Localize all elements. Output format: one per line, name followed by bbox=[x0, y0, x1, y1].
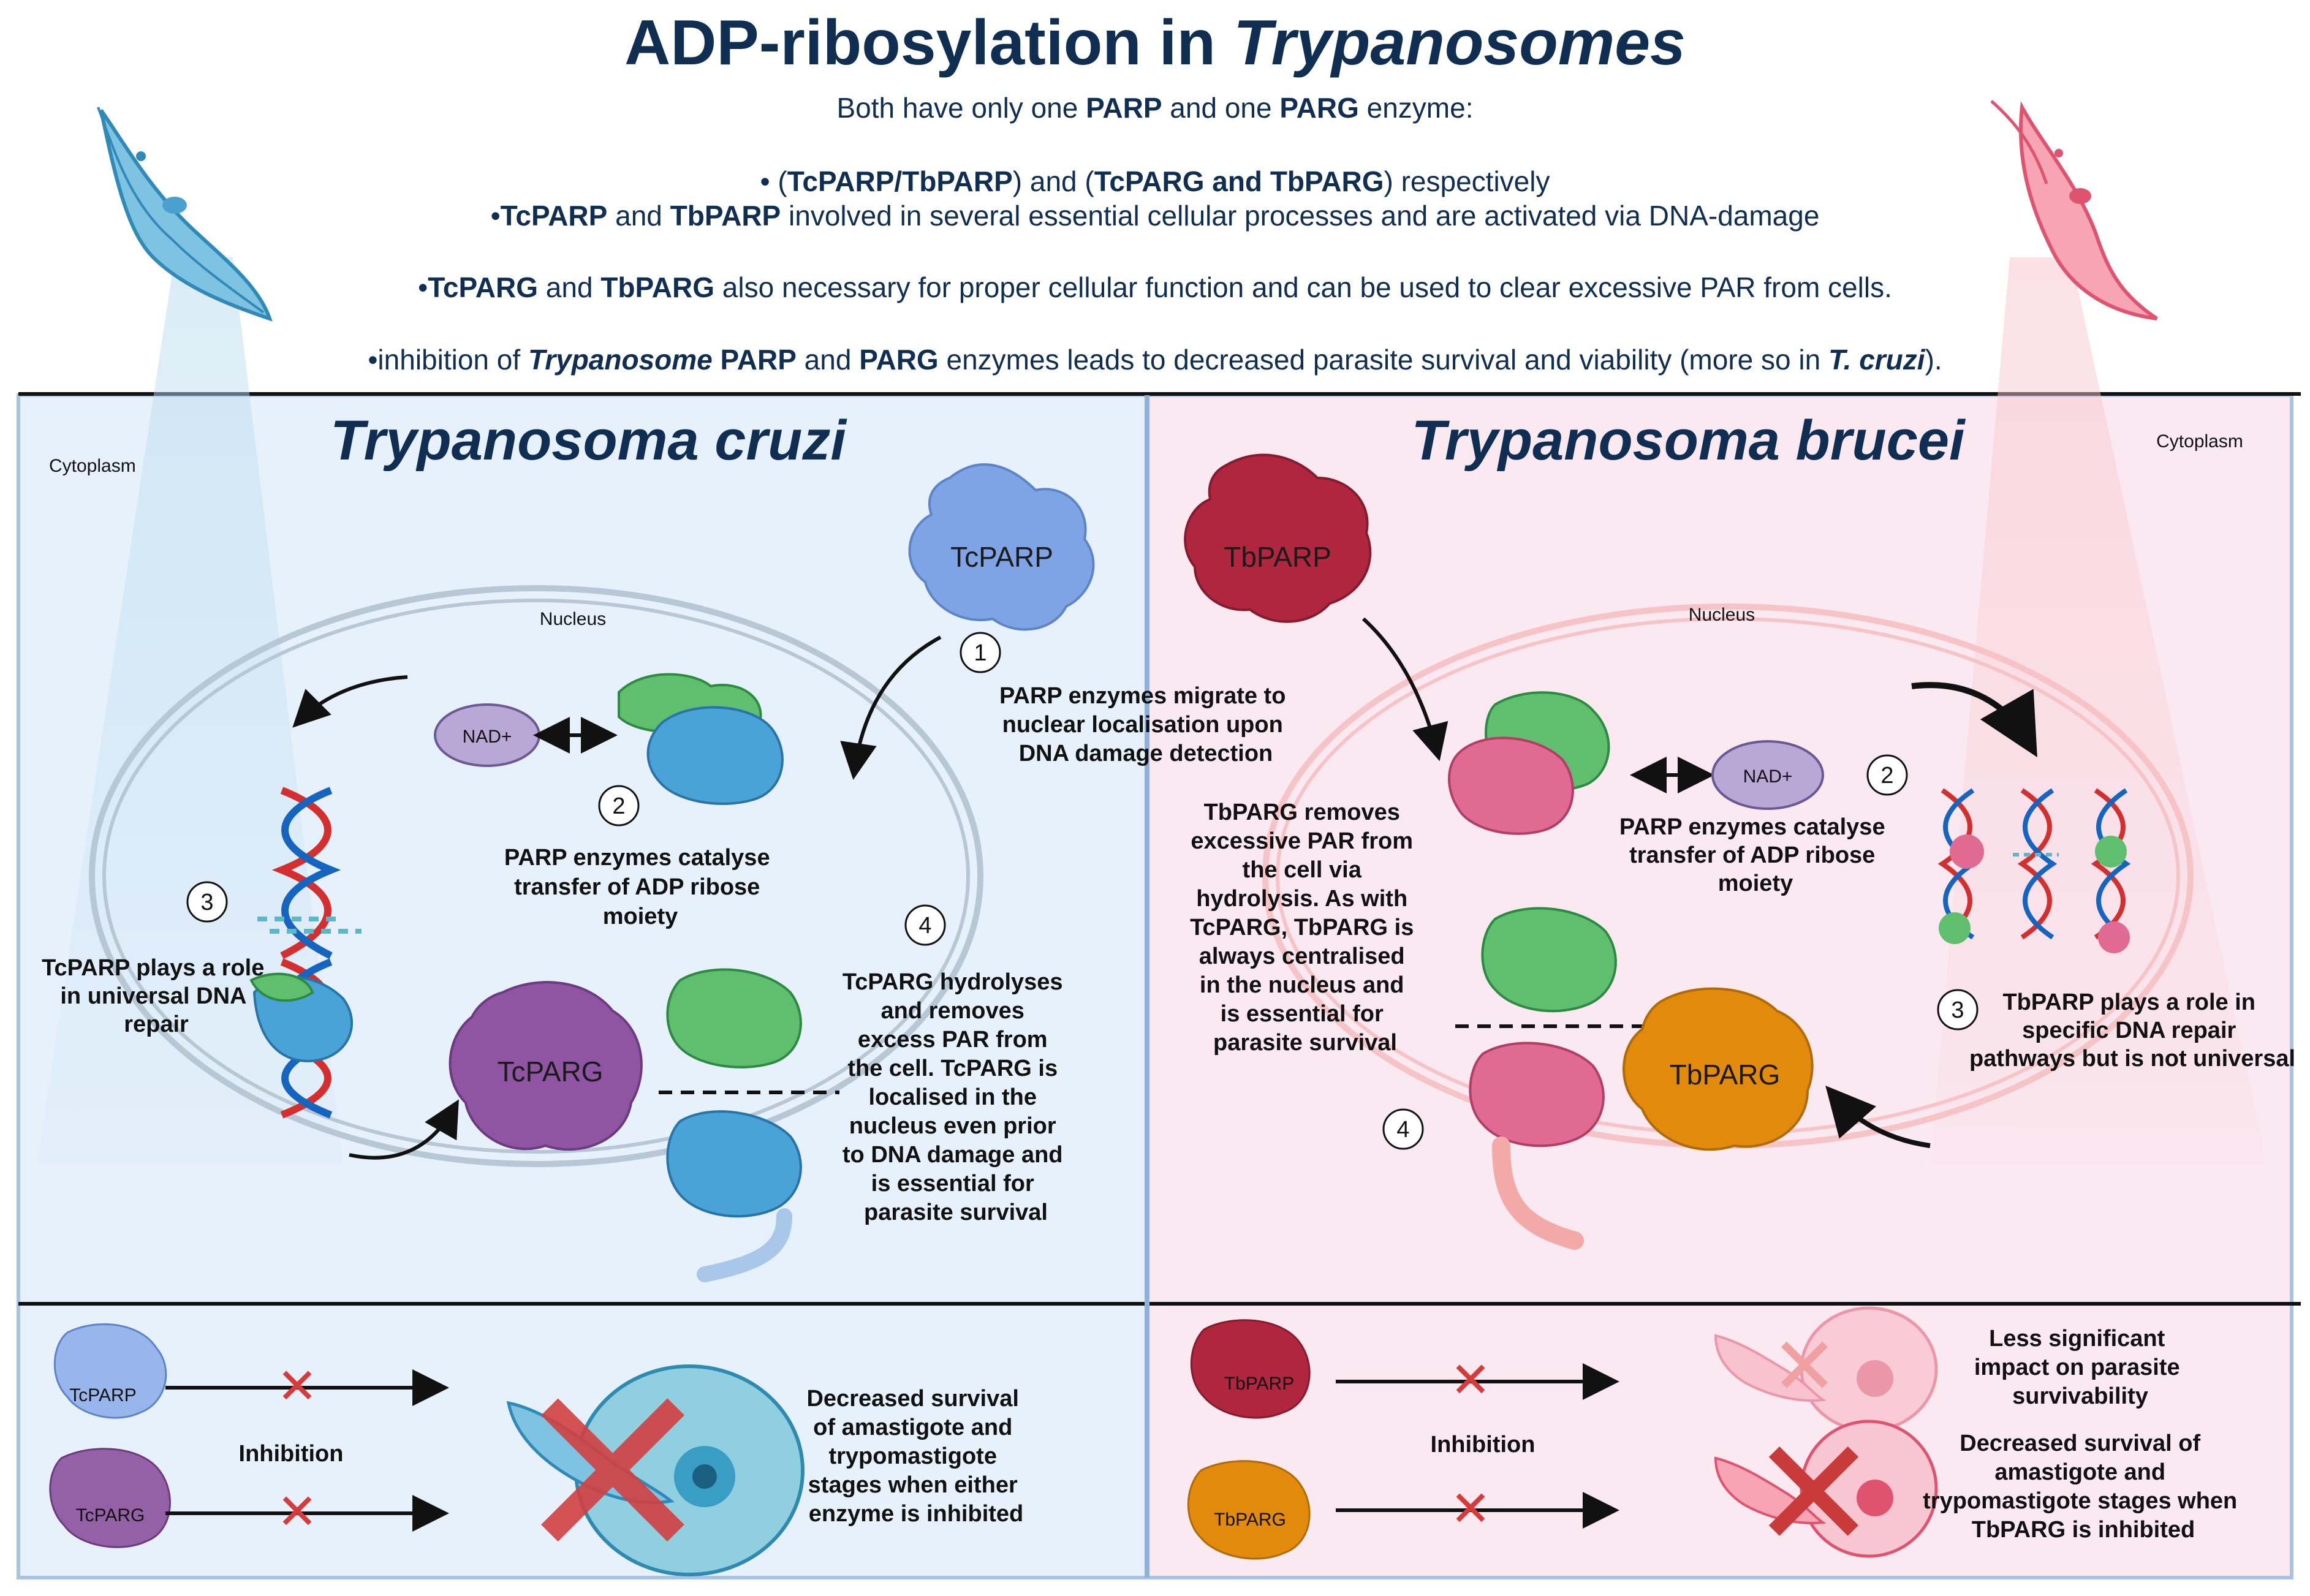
brucei-inhibit-tbparp-icon: TbPARP bbox=[1190, 1319, 1311, 1419]
cruzi-step-1-number: 1 bbox=[974, 640, 986, 666]
brucei-cycle-arrow-top bbox=[1911, 682, 2037, 758]
svg-text:TbPARG: TbPARG bbox=[1670, 1059, 1781, 1091]
header-line-2: • (TcPARP/TbPARP) and (TcPARG and TbPARG… bbox=[760, 165, 1550, 197]
brucei-parp-complex bbox=[1448, 691, 1610, 835]
cruzi-step-4-badge bbox=[904, 904, 946, 946]
cruzi-outcome-big-x: ✕ bbox=[510, 1337, 715, 1596]
brucei-stages-less-impact-icon bbox=[1714, 1306, 1938, 1432]
brucei-outcome-x-small: ✕ bbox=[1771, 1322, 1838, 1411]
cruzi-release-arrow bbox=[697, 1208, 792, 1282]
brucei-dna-helix-1-icon bbox=[1937, 788, 1984, 944]
cruzi-step-2-badge bbox=[598, 785, 640, 826]
brucei-release-arrow bbox=[1492, 1136, 1584, 1250]
brucei-step-3-badge bbox=[1937, 989, 1979, 1031]
tbparp-enzyme: TbPARP bbox=[1184, 453, 1372, 623]
svg-text:TcPARP: TcPARP bbox=[950, 541, 1053, 573]
svg-text:TcPARG: TcPARG bbox=[76, 1505, 145, 1526]
cruzi-green-par-blob bbox=[666, 968, 802, 1068]
cruzi-inhibit-tcparp-icon: TcPARP bbox=[53, 1323, 167, 1419]
cruzi-step-3-badge bbox=[186, 881, 228, 923]
header-line-3: •TcPARP and TbPARP involved in several e… bbox=[491, 200, 1820, 232]
cruzi-blue-parp-blob bbox=[666, 1110, 802, 1218]
brucei-title: Trypanosoma brucei bbox=[1411, 409, 1966, 472]
brucei-cytoplasm-label: Cytoplasm bbox=[2156, 431, 2243, 452]
brucei-step-2-number: 2 bbox=[1880, 763, 1893, 789]
brucei-nucleus-label: Nucleus bbox=[1689, 605, 1755, 625]
cruzi-cycle-arrow-bottom bbox=[349, 1099, 459, 1160]
svg-text:TcPARP: TcPARP bbox=[69, 1385, 136, 1405]
header-line-1: Both have only one PARP and one PARG enz… bbox=[836, 92, 1473, 124]
cruzi-step-3-number: 3 bbox=[200, 890, 213, 915]
tcparp-enzyme: TcPARP bbox=[908, 463, 1095, 631]
brucei-inhibit-x-1: ✕ bbox=[1450, 1353, 1491, 1407]
cruzi-parasite-stages-icon bbox=[506, 1364, 805, 1576]
svg-text:TcPARG: TcPARG bbox=[498, 1056, 604, 1087]
brucei-migrate-arrow bbox=[1361, 617, 1448, 762]
brucei-parasite-icon bbox=[1990, 100, 2158, 320]
brucei-stages-decreased-icon bbox=[1714, 1420, 1938, 1558]
cruzi-step-2-text: PARP enzymes catalyse transfer of ADP ri… bbox=[504, 845, 776, 929]
brucei-nad-bubble bbox=[1711, 740, 1824, 810]
brucei-cycle-arrow-bottom bbox=[1825, 1085, 1931, 1148]
cruzi-step-4-number: 4 bbox=[918, 913, 931, 939]
cruzi-inhibit-x-2: ✕ bbox=[276, 1484, 317, 1539]
cruzi-inhibition-label: Inhibition bbox=[239, 1441, 344, 1467]
brucei-step-4-badge bbox=[1382, 1108, 1424, 1150]
cruzi-step-1-badge bbox=[960, 632, 1001, 673]
cruzi-nad-label: NAD+ bbox=[463, 727, 512, 747]
brucei-step-4-text: TbPARG removes excessive PAR from the ce… bbox=[1190, 800, 1420, 1056]
brucei-inhibit-x-2: ✕ bbox=[1450, 1481, 1491, 1536]
brucei-inhibit-tbparg-icon: TbPARG bbox=[1187, 1460, 1311, 1560]
brucei-pink-parp-blob bbox=[1469, 1042, 1605, 1148]
brucei-nad-label: NAD+ bbox=[1743, 766, 1793, 787]
brucei-dna-helix-3-icon bbox=[2091, 788, 2131, 953]
cruzi-nucleus-outer bbox=[89, 585, 983, 1167]
cruzi-step-1-text: PARP enzymes migrate to nuclear localisa… bbox=[999, 683, 1292, 766]
cruzi-step-4-text: TcPARG hydrolyses and removes excess PAR… bbox=[843, 969, 1069, 1225]
brucei-outcome-1-text: Less significant impact on parasite surv… bbox=[1974, 1326, 2186, 1409]
cruzi-inhibit-x-1: ✕ bbox=[276, 1359, 317, 1413]
brucei-step-3-text: TbPARP plays a role in specific DNA repa… bbox=[1969, 989, 2295, 1072]
cruzi-cycle-arrow-top bbox=[292, 675, 408, 728]
cruzi-outcome-text: Decreased survival of amastigote and try… bbox=[806, 1386, 1025, 1527]
brucei-outcome-2-text: Decreased survival of amastigote and try… bbox=[1923, 1431, 2244, 1543]
cruzi-step-2-number: 2 bbox=[612, 793, 625, 819]
svg-text:TbPARP: TbPARP bbox=[1224, 1374, 1294, 1394]
svg-text:TbPARP: TbPARP bbox=[1224, 541, 1331, 573]
svg-text:TbPARG: TbPARG bbox=[1214, 1510, 1286, 1530]
tcparg-enzyme: TcPARG bbox=[449, 981, 643, 1151]
cruzi-title: Trypanosoma cruzi bbox=[330, 409, 847, 472]
cruzi-dna-helix-icon bbox=[249, 787, 362, 1119]
brucei-inhibition-label: Inhibition bbox=[1431, 1432, 1536, 1458]
cruzi-migrate-arrow bbox=[840, 635, 942, 780]
brucei-step-2-text: PARP enzymes catalyse transfer of ADP ri… bbox=[1619, 814, 1892, 896]
brucei-step-4-number: 4 bbox=[1396, 1117, 1409, 1143]
cruzi-parasite-icon bbox=[97, 107, 273, 322]
cruzi-cytoplasm-label: Cytoplasm bbox=[49, 456, 136, 476]
brucei-green-par-blob bbox=[1481, 907, 1617, 1013]
cruzi-parp-complex bbox=[618, 673, 784, 805]
page-title: ADP-ribosylation in Trypanosomes bbox=[624, 7, 1686, 78]
brucei-dna-helix-2-icon bbox=[2013, 788, 2059, 940]
cruzi-nucleus-label: Nucleus bbox=[540, 609, 606, 629]
brucei-outcome-x-large: ✕ bbox=[1749, 1409, 1877, 1579]
cruzi-step-3-text: TcPARP plays a role in universal DNA rep… bbox=[42, 955, 271, 1037]
brucei-step-3-number: 3 bbox=[1951, 997, 1964, 1023]
cruzi-inhibit-tcparg-icon: TcPARG bbox=[49, 1448, 171, 1548]
tbparg-enzyme: TbPARG bbox=[1623, 987, 1814, 1151]
header-line-5: •inhibition of Trypanosome PARP and PARG… bbox=[368, 344, 1942, 376]
header-line-4: •TcPARG and TbPARG also necessary for pr… bbox=[418, 271, 1892, 303]
brucei-step-2-badge bbox=[1866, 754, 1908, 796]
cruzi-nucleus-inner bbox=[102, 599, 970, 1154]
brucei-light-beam bbox=[1930, 257, 2267, 1164]
